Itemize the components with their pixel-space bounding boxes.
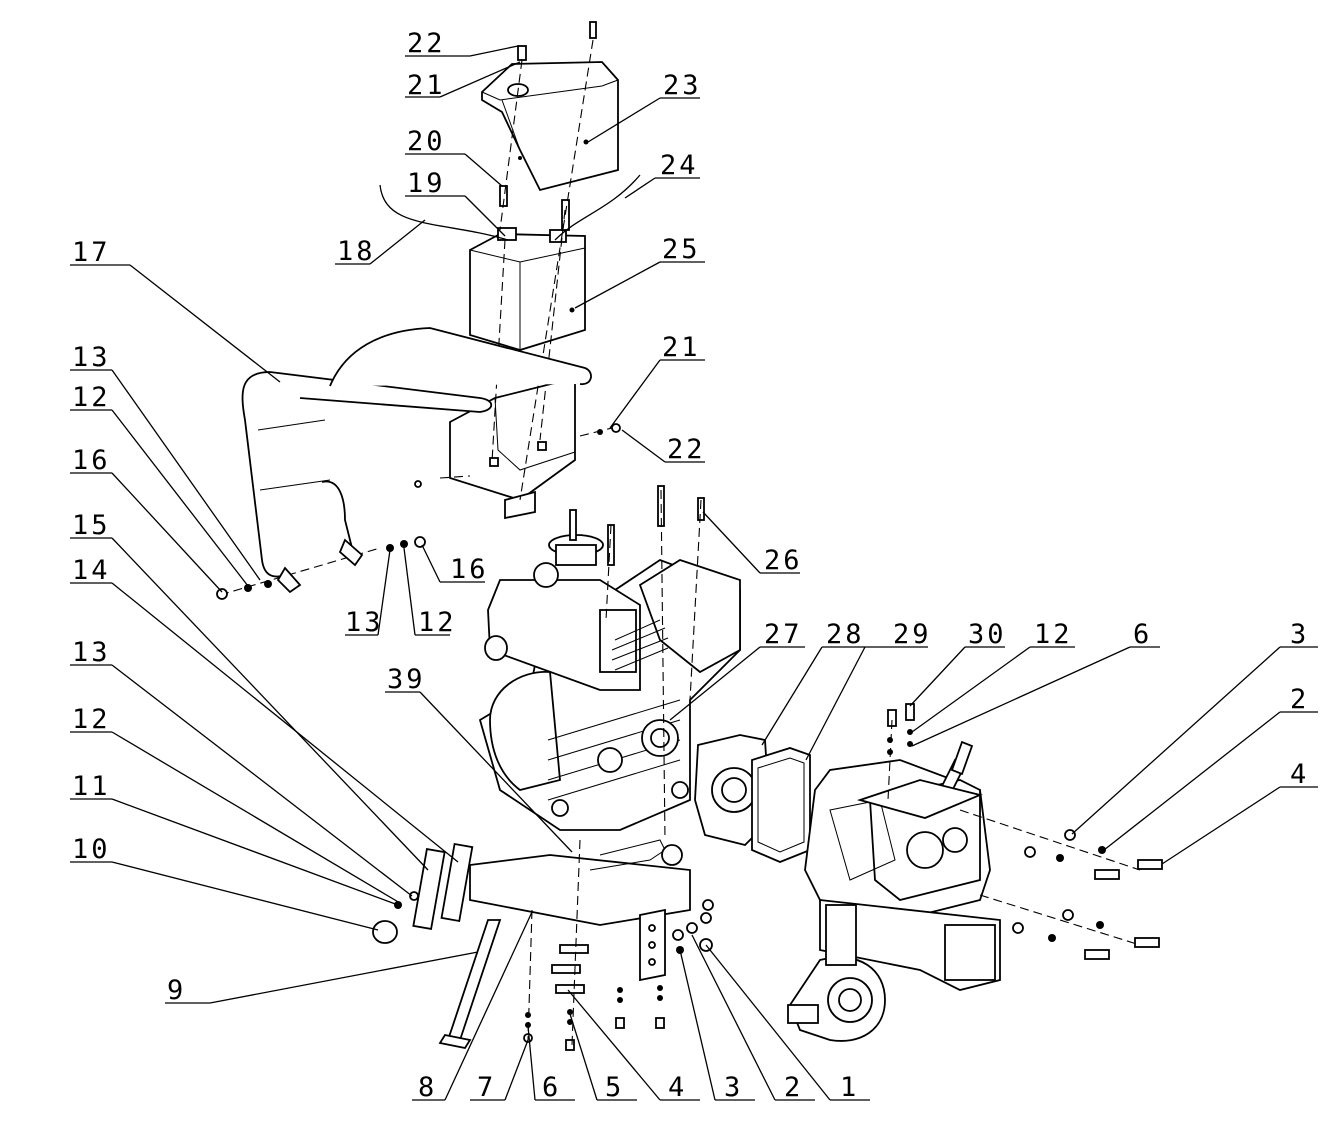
callout-4-bottom: 4 bbox=[668, 1072, 687, 1103]
callout-28: 28 bbox=[826, 619, 865, 650]
base-plate bbox=[469, 839, 691, 982]
callout-8: 8 bbox=[418, 1072, 437, 1103]
callout-21-right: 21 bbox=[662, 332, 701, 363]
callout-12-left-b: 12 bbox=[72, 704, 111, 735]
callout-4-right: 4 bbox=[1290, 759, 1309, 790]
callout-labels: 22 21 20 19 18 23 24 25 21 22 17 13 12 1… bbox=[72, 28, 1309, 1103]
battery-cover bbox=[481, 21, 619, 192]
callout-19: 19 bbox=[407, 168, 446, 199]
callout-29: 29 bbox=[893, 619, 932, 650]
gearbox bbox=[787, 740, 1001, 1042]
callout-1: 1 bbox=[840, 1072, 859, 1103]
gasket bbox=[751, 747, 811, 863]
callout-2-bottom: 2 bbox=[784, 1072, 803, 1103]
callout-22-top: 22 bbox=[407, 28, 446, 59]
callout-12-left-a: 12 bbox=[72, 382, 111, 413]
battery bbox=[469, 185, 586, 351]
callout-39: 39 bbox=[387, 664, 426, 695]
callout-21-top: 21 bbox=[407, 70, 446, 101]
callout-30: 30 bbox=[968, 619, 1007, 650]
callout-11: 11 bbox=[72, 771, 111, 802]
callout-10: 10 bbox=[72, 834, 111, 865]
engine bbox=[478, 485, 741, 831]
callout-5: 5 bbox=[605, 1072, 624, 1103]
callout-13-mid: 13 bbox=[345, 607, 384, 638]
callout-9: 9 bbox=[167, 975, 186, 1006]
callout-24: 24 bbox=[660, 150, 699, 181]
gearbox-fasteners bbox=[887, 703, 1163, 960]
callout-12-mid: 12 bbox=[418, 607, 457, 638]
callout-3-bottom: 3 bbox=[724, 1072, 743, 1103]
callout-26: 26 bbox=[764, 545, 803, 576]
callout-16-left: 16 bbox=[72, 445, 111, 476]
frame-fasteners bbox=[216, 423, 621, 600]
callout-23: 23 bbox=[663, 70, 702, 101]
callout-18: 18 bbox=[337, 236, 376, 267]
callout-16-mid: 16 bbox=[450, 554, 489, 585]
callout-3-right: 3 bbox=[1290, 619, 1309, 650]
callout-22-right: 22 bbox=[667, 434, 706, 465]
callout-13-left-a: 13 bbox=[72, 342, 111, 373]
callout-6-bottom: 6 bbox=[542, 1072, 561, 1103]
callout-12-right: 12 bbox=[1034, 619, 1073, 650]
callout-7: 7 bbox=[477, 1072, 496, 1103]
callout-2-right: 2 bbox=[1290, 684, 1309, 715]
callout-20: 20 bbox=[407, 126, 446, 157]
callout-17: 17 bbox=[72, 237, 111, 268]
leader-lines bbox=[70, 45, 1318, 1101]
handle-frame bbox=[241, 327, 592, 594]
callout-27: 27 bbox=[764, 619, 803, 650]
callout-25: 25 bbox=[662, 234, 701, 265]
callout-6-right: 6 bbox=[1133, 619, 1152, 650]
callout-15: 15 bbox=[72, 510, 111, 541]
callout-13-left-b: 13 bbox=[72, 637, 111, 668]
callout-14: 14 bbox=[72, 555, 111, 586]
